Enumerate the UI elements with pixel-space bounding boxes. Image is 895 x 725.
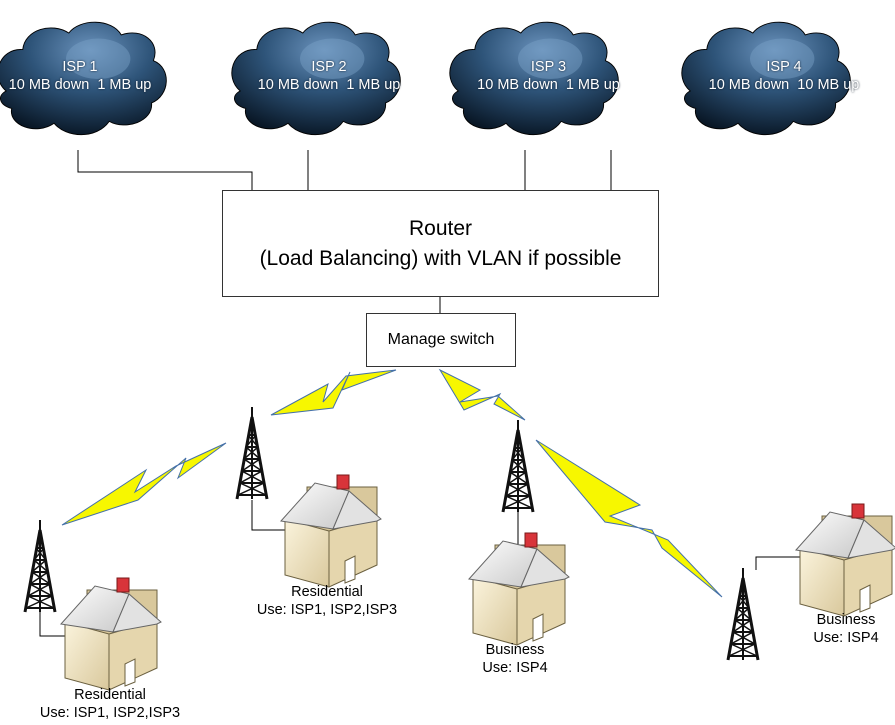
isp1-down: 10 MB down [8, 77, 90, 93]
isp3-label: ISP 3 10 MB down 1 MB up [456, 58, 641, 94]
switch-label: Manage switch [387, 331, 495, 348]
tower-icon [235, 405, 269, 501]
house-icon [795, 503, 895, 617]
bolt-switch-tower3 [438, 368, 526, 421]
bolt-switch-tower2 [270, 369, 397, 416]
site1-label: Residential Use: ISP1, ISP2,ISP3 [20, 686, 200, 722]
isp3-up: 1 MB up [565, 77, 620, 93]
isp1-up: 1 MB up [97, 77, 152, 93]
isp1-name: ISP 1 [62, 59, 98, 75]
isp2-up: 1 MB up [346, 77, 401, 93]
house-icon [60, 577, 162, 691]
site2-use: Use: ISP1, ISP2,ISP3 [256, 602, 398, 618]
isp1-label: ISP 1 10 MB down 1 MB up [5, 58, 155, 94]
site3-type: Business [485, 642, 545, 658]
house-icon [468, 532, 570, 646]
tower-icon [726, 566, 760, 662]
site4-use: Use: ISP4 [813, 630, 879, 646]
switch-box: Manage switch [366, 313, 516, 367]
isp4-up: 10 MB up [797, 77, 860, 93]
house-icon [280, 474, 382, 588]
router-box: Router (Load Balancing) with VLAN if pos… [222, 190, 659, 297]
link-isp1-router [77, 150, 253, 190]
site1-use: Use: ISP1, ISP2,ISP3 [39, 705, 181, 721]
site2-label: Residential Use: ISP1, ISP2,ISP3 [237, 583, 417, 619]
site2-type: Residential [291, 584, 363, 600]
isp3-down: 10 MB down [477, 77, 558, 93]
isp4-name: ISP 4 [766, 59, 802, 75]
router-title: Router [408, 216, 473, 240]
site1-type: Residential [74, 687, 146, 703]
bolt-tower3-tower4 [535, 439, 723, 598]
site3-label: Business Use: ISP4 [465, 641, 565, 677]
isp2-label: ISP 2 10 MB down 1 MB up [239, 58, 419, 94]
router-subtitle: (Load Balancing) with VLAN if possible [259, 246, 622, 270]
site3-use: Use: ISP4 [482, 660, 548, 676]
isp3-name: ISP 3 [530, 59, 567, 75]
site4-type: Business [816, 612, 876, 628]
isp2-down: 10 MB down [257, 77, 339, 93]
isp4-down: 10 MB down [708, 77, 790, 93]
tower-icon [501, 418, 535, 514]
tower-icon [23, 518, 57, 614]
isp2-name: ISP 2 [311, 59, 347, 75]
wireless-links [61, 368, 723, 598]
bolt-tower2-tower1 [61, 442, 227, 526]
isp4-label: ISP 4 10 MB down 10 MB up [689, 58, 879, 94]
site4-label: Business Use: ISP4 [796, 611, 895, 647]
